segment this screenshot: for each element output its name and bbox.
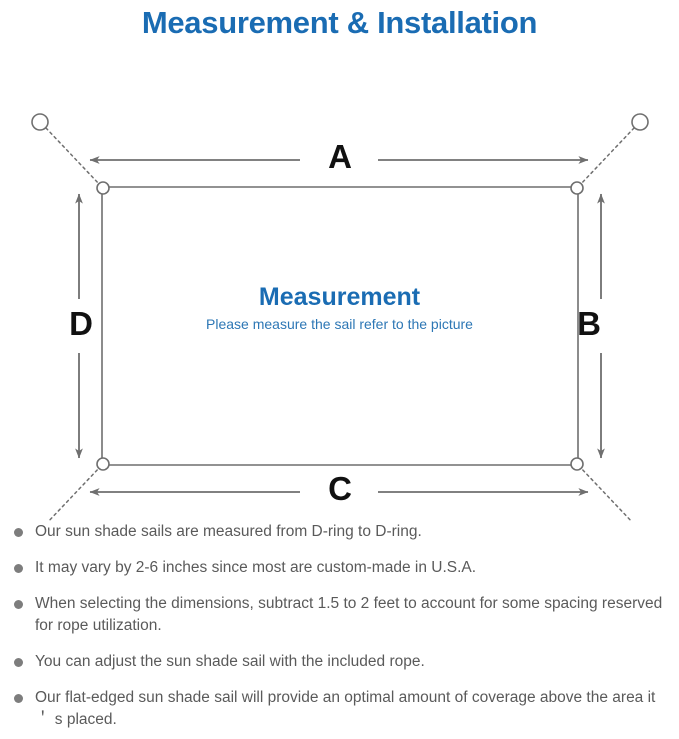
note-text: When selecting the dimensions, subtract … — [35, 595, 663, 634]
list-item: You can adjust the sun shade sail with t… — [10, 651, 665, 673]
note-text: Our sun shade sails are measured from D-… — [35, 523, 422, 540]
note-text: Our flat-edged sun shade sail will provi… — [35, 689, 656, 728]
d-ring-top-left — [96, 181, 110, 195]
list-item: Our sun shade sails are measured from D-… — [10, 521, 665, 543]
rope-dotted-line-top-left — [45, 127, 101, 186]
note-text: You can adjust the sun shade sail with t… — [35, 653, 425, 670]
rope-dotted-line-bottom-right — [579, 466, 633, 521]
measurement-diagram: A B C D Measurement Please measure the s… — [0, 46, 679, 521]
bullet-icon — [14, 600, 23, 609]
bullet-icon — [14, 528, 23, 537]
d-ring-bottom-right — [570, 457, 584, 471]
notes-list: Our sun shade sails are measured from D-… — [0, 521, 679, 731]
list-item: Our flat-edged sun shade sail will provi… — [10, 687, 665, 731]
note-text: It may vary by 2-6 inches since most are… — [35, 559, 477, 576]
bullet-icon — [14, 564, 23, 573]
d-ring-bottom-left — [96, 457, 110, 471]
rope-dotted-line-top-right — [579, 127, 635, 186]
diagram-svg — [31, 113, 649, 521]
anchor-ring-top-left — [31, 113, 49, 131]
d-ring-top-right — [570, 181, 584, 195]
list-item: When selecting the dimensions, subtract … — [10, 593, 665, 637]
page-title: Measurement & Installation — [141, 5, 538, 40]
rope-dotted-line-bottom-left — [47, 466, 101, 521]
anchor-ring-top-right — [631, 113, 649, 131]
list-item: It may vary by 2-6 inches since most are… — [10, 557, 665, 579]
sail-rectangle — [101, 186, 579, 466]
bullet-icon — [14, 658, 23, 667]
bullet-icon — [14, 694, 23, 703]
